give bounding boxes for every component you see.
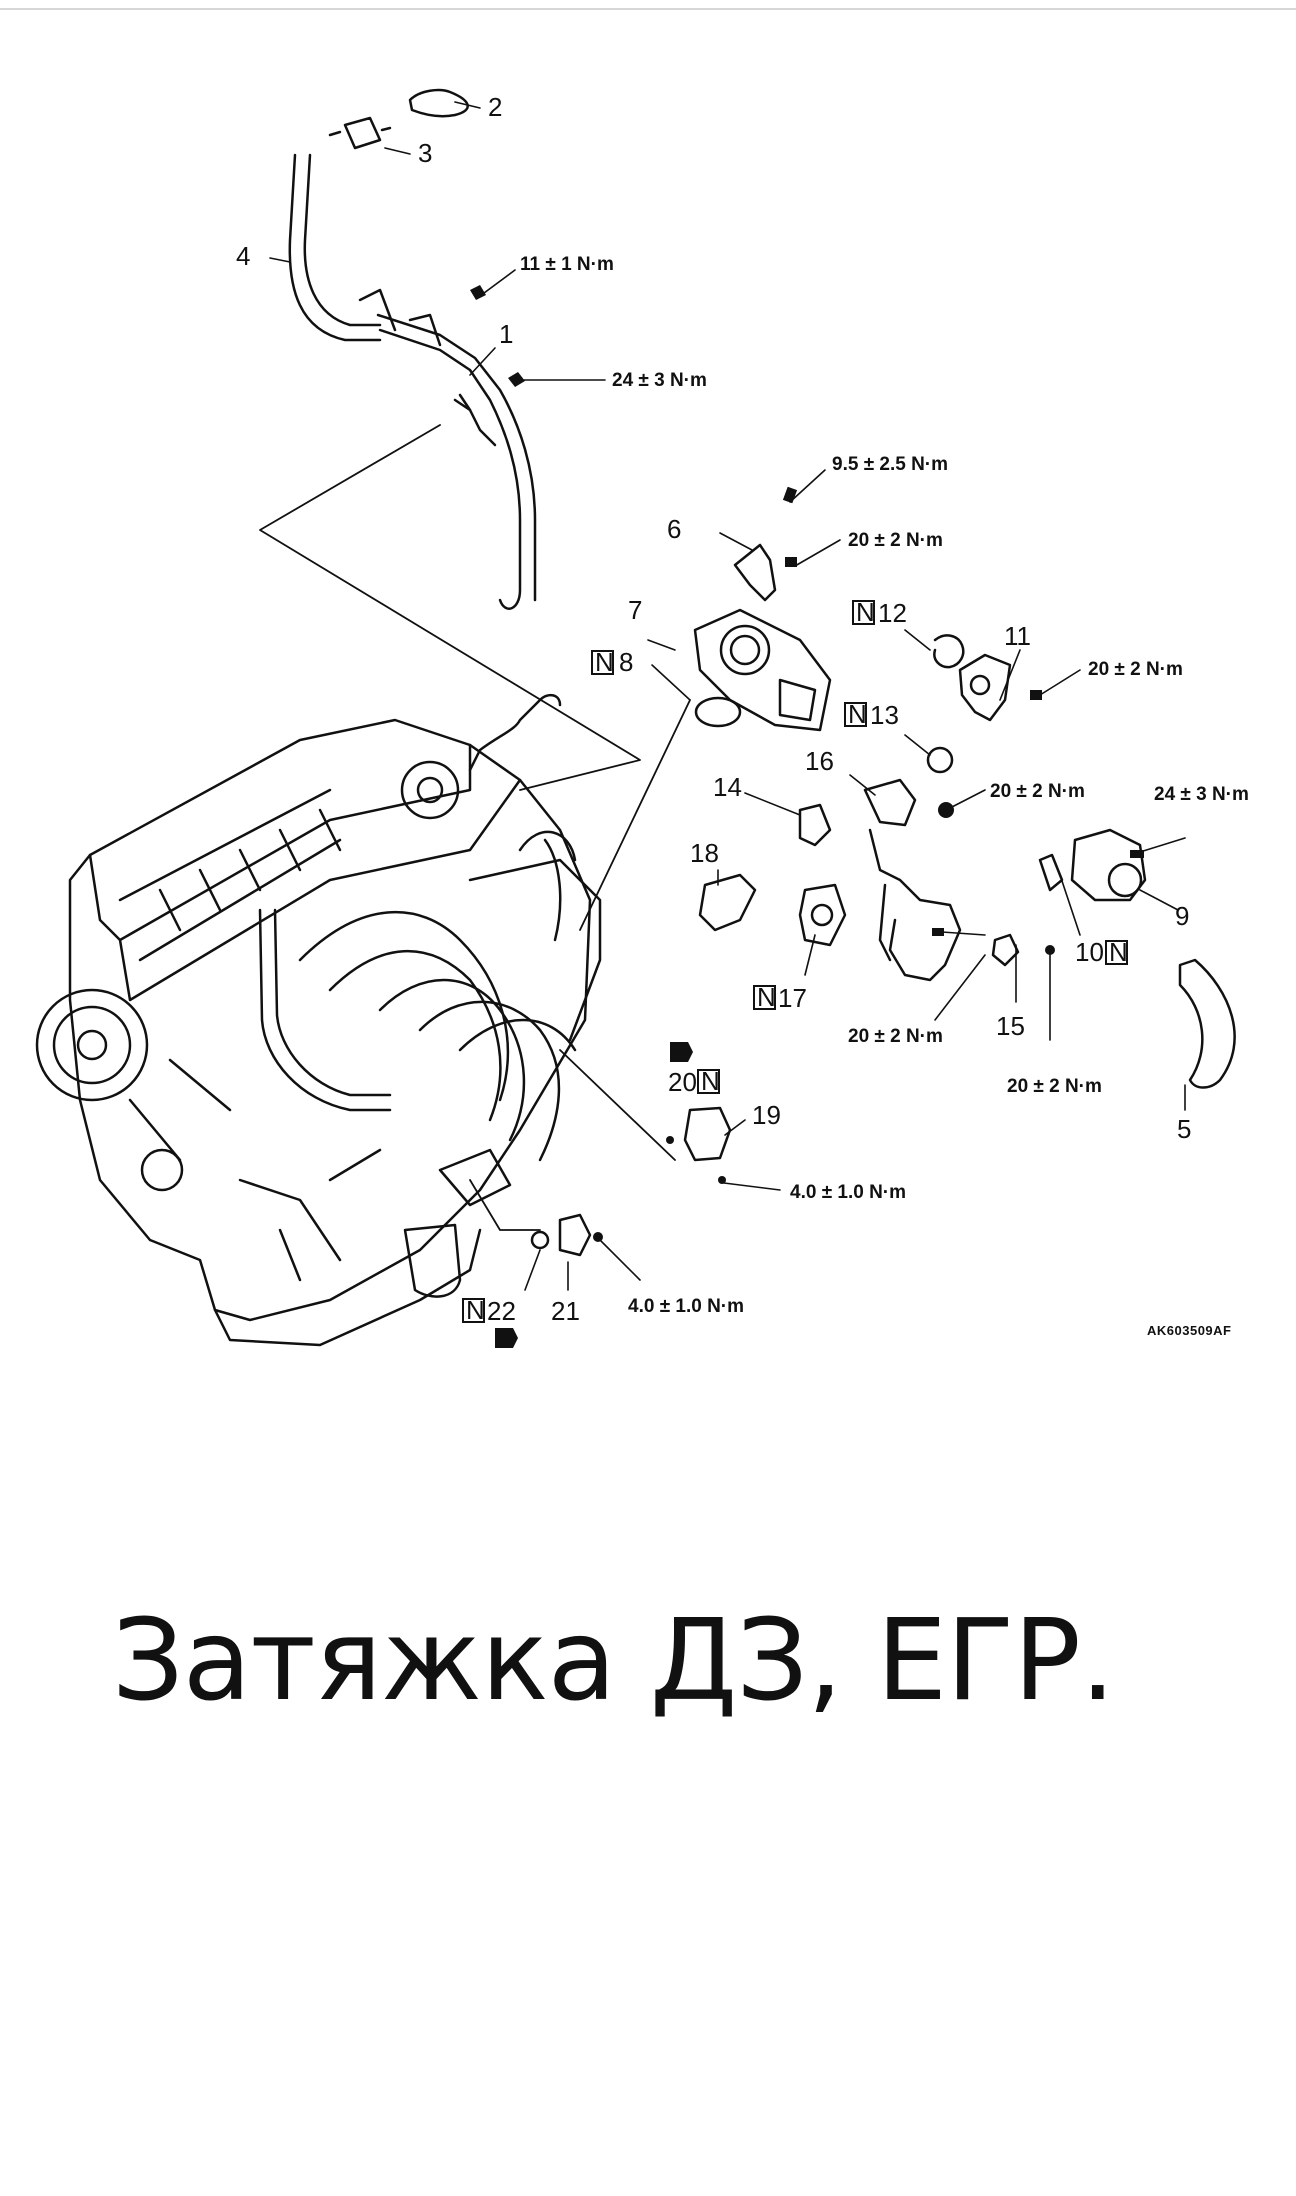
part-17-gasket <box>798 883 847 947</box>
new-part-mark-13: N <box>844 699 867 729</box>
part-5-hose <box>1178 958 1236 1089</box>
callout-22: 22 <box>487 1296 516 1326</box>
water-pipe-assembly <box>288 153 537 610</box>
part-22-oring <box>530 1230 550 1250</box>
torque-label: 4.0 ± 1.0 N·m <box>790 1182 906 1203</box>
part-16-egr-valve <box>863 778 962 982</box>
callout-4: 4 <box>236 241 250 271</box>
torque-label: 9.5 ± 2.5 N·m <box>832 454 948 475</box>
part-13-gasket <box>926 746 954 774</box>
torque-label: 20 ± 2 N·m <box>848 530 943 551</box>
callout-13: 13 <box>870 700 899 730</box>
part-21-sensor <box>558 1213 592 1257</box>
callout-1: 1 <box>499 319 513 349</box>
callout-3: 3 <box>418 138 432 168</box>
callout-14: 14 <box>713 772 742 802</box>
torque-label: 20 ± 2 N·m <box>848 1026 943 1047</box>
callout-9: 9 <box>1175 901 1189 931</box>
svg-text:N: N <box>701 1066 720 1096</box>
callout-10: 10 <box>1075 937 1104 967</box>
callout-19: 19 <box>752 1100 781 1130</box>
svg-text:N: N <box>595 647 614 677</box>
caption-text: Затяжка ДЗ, ЕГР. <box>112 1596 1116 1726</box>
callout-6: 6 <box>667 514 681 544</box>
callout-11: 11 <box>1004 621 1031 651</box>
callout-8: 8 <box>619 647 633 677</box>
callout-21: 21 <box>551 1296 580 1326</box>
torque-label: 24 ± 3 N·m <box>612 370 707 391</box>
torque-label: 20 ± 2 N·m <box>1007 1076 1102 1097</box>
torque-labels: 11 ± 1 N·m 24 ± 3 N·m 9.5 ± 2.5 N·m 20 ±… <box>520 254 1249 1317</box>
callout-5: 5 <box>1177 1114 1191 1144</box>
callout-15: 15 <box>996 1011 1025 1041</box>
torque-label: 20 ± 2 N·m <box>990 781 1085 802</box>
svg-text:N: N <box>856 597 875 627</box>
torque-leaders <box>479 269 1186 1281</box>
part-15-plate <box>991 933 1020 967</box>
part-18-gasket <box>698 873 757 932</box>
new-part-mark-20: N <box>697 1066 720 1096</box>
torque-label: 4.0 ± 1.0 N·m <box>628 1296 744 1317</box>
part-8-gasket <box>694 696 742 728</box>
figure-code: AK603509AF <box>1147 1323 1232 1338</box>
svg-text:N: N <box>1109 937 1128 967</box>
part-10-gasket <box>1038 853 1064 892</box>
new-part-mark-10: N <box>1105 937 1128 967</box>
torque-label: 24 ± 3 N·m <box>1154 784 1249 805</box>
torque-label: 11 ± 1 N·m <box>520 254 614 275</box>
callout-labels: 2 3 4 1 6 7 8 12 11 13 16 14 18 9 10 17 … <box>236 92 1191 1326</box>
part-11-egr-pipe <box>958 653 1012 722</box>
part-12-gasket <box>933 634 965 669</box>
part-7-throttle-body <box>693 608 832 732</box>
part-3-valve <box>328 116 392 150</box>
part-2-hose <box>408 88 469 118</box>
callout-20: 20 <box>668 1067 697 1097</box>
callout-18: 18 <box>690 838 719 868</box>
svg-text:N: N <box>757 982 776 1012</box>
callout-17: 17 <box>778 983 807 1013</box>
new-part-mark-12: N <box>852 597 875 627</box>
engine-exploded-diagram: 2 3 4 1 6 7 8 12 11 13 16 14 18 9 10 17 … <box>35 88 1249 1348</box>
part-14-bracket <box>798 803 832 847</box>
top-divider <box>0 8 1296 10</box>
callout-16: 16 <box>805 746 834 776</box>
torque-label: 20 ± 2 N·m <box>1088 659 1183 680</box>
guide-lines <box>259 424 641 791</box>
svg-text:N: N <box>848 699 867 729</box>
part-9-egr-body <box>1070 828 1147 902</box>
callout-2: 2 <box>488 92 502 122</box>
bolts <box>470 285 1144 1348</box>
leader-lines <box>269 101 1186 1291</box>
new-part-marks: N N N N N N N <box>462 597 1128 1325</box>
callout-12: 12 <box>878 598 907 628</box>
new-part-mark-17: N <box>753 982 776 1012</box>
engine-block <box>35 693 602 1347</box>
callout-7: 7 <box>628 595 642 625</box>
svg-text:N: N <box>466 1295 485 1325</box>
new-part-mark-8: N <box>591 647 614 677</box>
part-6-bracket <box>733 543 777 602</box>
new-part-mark-22: N <box>462 1295 485 1325</box>
part-19-sensor <box>683 1106 732 1162</box>
